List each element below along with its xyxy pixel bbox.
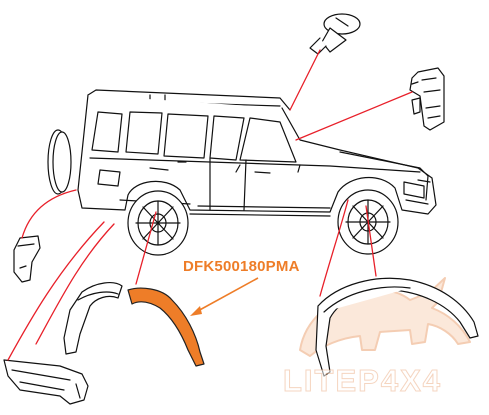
callout-bracket — [295, 91, 413, 141]
rear-corner-flare-part — [13, 235, 41, 283]
watermark-text: LITEP4X4 — [283, 363, 442, 399]
highlighted-wheel-arch-part — [127, 287, 205, 367]
vehicle-body — [47, 89, 437, 217]
sill-moulding-part — [3, 359, 89, 405]
part-number-label: DFK500180PMA — [183, 258, 300, 275]
rear-wheel — [127, 190, 189, 256]
rear-wheel-arch-part — [63, 282, 123, 355]
clip-fastener-part — [309, 13, 361, 55]
callout-front-arch-2 — [319, 199, 349, 297]
callout-rear-arch — [135, 211, 157, 285]
callout-sill-left — [7, 221, 105, 361]
part-pointer-arrow — [190, 277, 259, 316]
bracket-part — [409, 67, 445, 131]
callout-lines — [7, 49, 413, 361]
callout-rear-corner — [21, 189, 77, 239]
front-wheel-arch-part — [315, 277, 479, 377]
callout-clip — [289, 49, 321, 111]
callout-front-arch — [365, 205, 377, 277]
callout-sill-right — [35, 223, 115, 345]
